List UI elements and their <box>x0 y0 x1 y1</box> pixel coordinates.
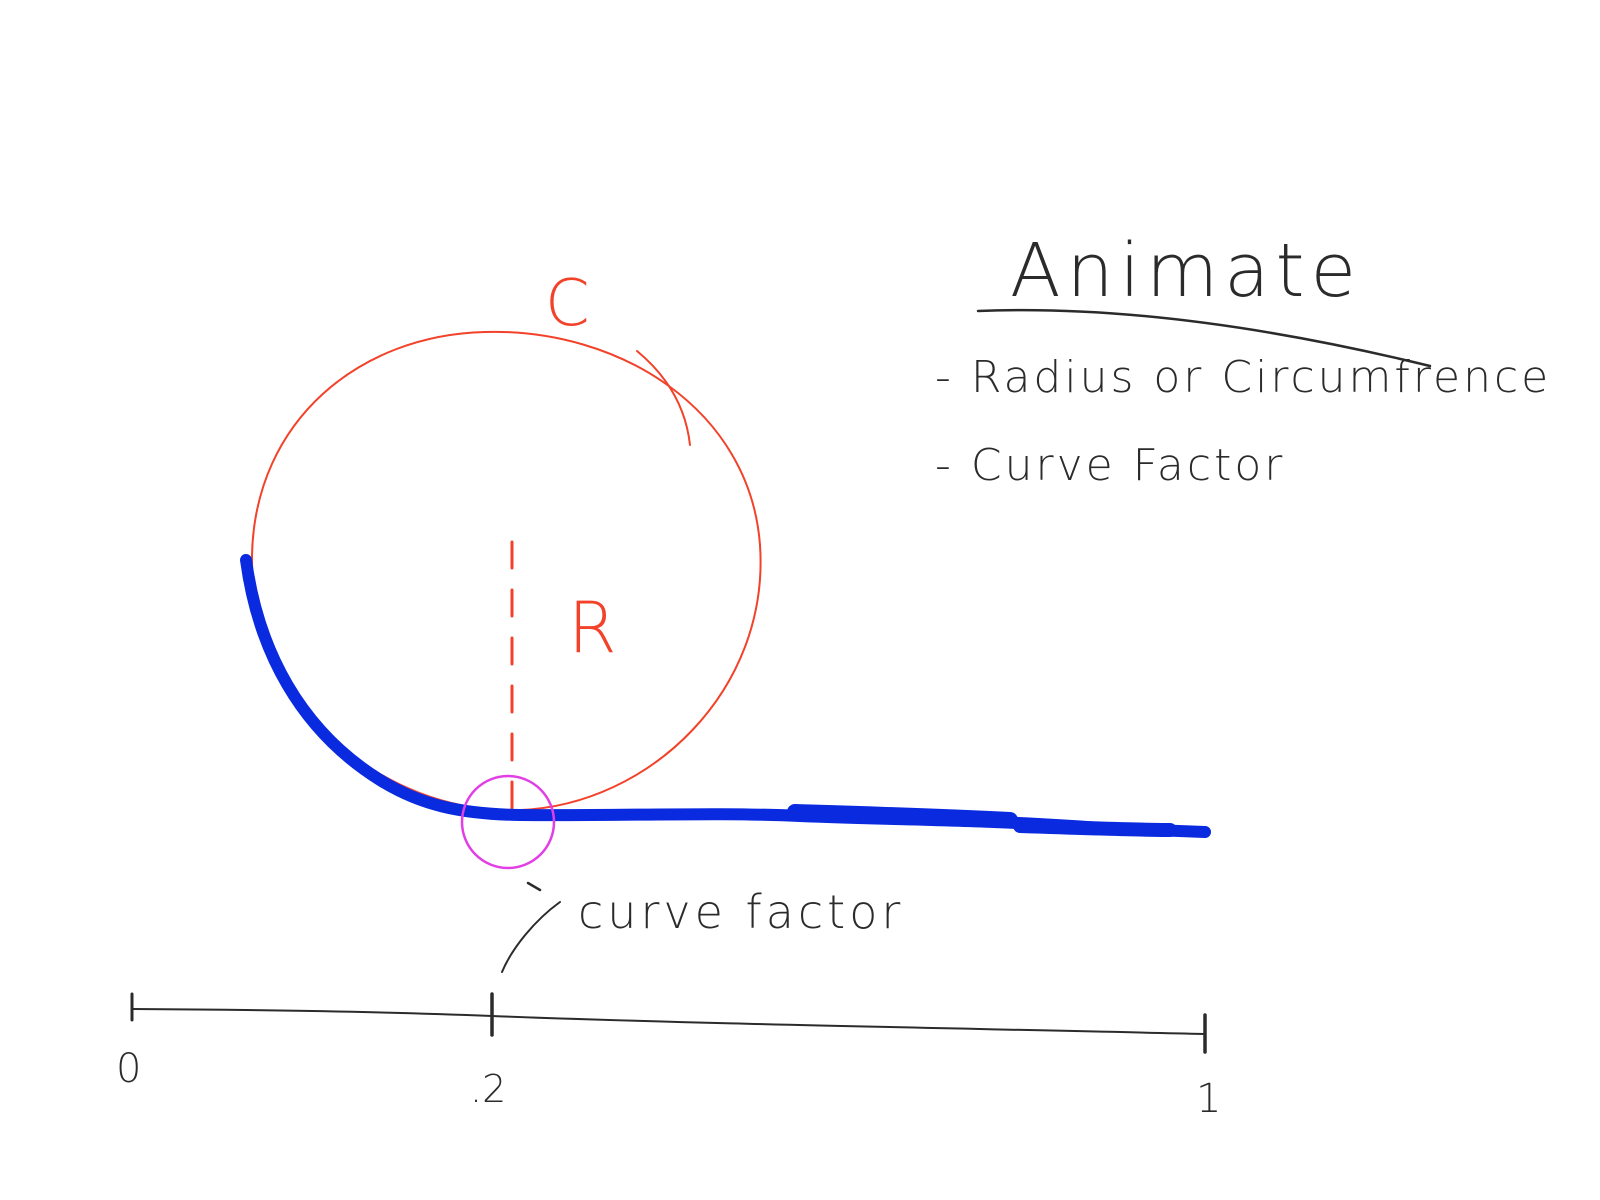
curve-factor-marker-group: curve factor <box>460 774 904 973</box>
curve-factor-leader-line <box>501 901 561 973</box>
curve-path <box>240 554 1211 838</box>
blue-path-group <box>240 554 1211 838</box>
scale-axis <box>131 1008 1206 1035</box>
curve-path-thick-segment-2 <box>1013 819 1177 837</box>
notes-item-curve-factor: - Curve Factor <box>935 440 1285 491</box>
notes-item-radius: - Radius or Circumfrence <box>935 352 1551 403</box>
scale-group: 0 .2 1 <box>116 992 1221 1122</box>
notes-block: Animate - Radius or Circumfrence - Curve… <box>935 228 1551 491</box>
curve-factor-label: curve factor <box>578 885 904 939</box>
scale-label-0-2: .2 <box>470 1067 506 1111</box>
scale-label-0: 0 <box>116 1046 141 1092</box>
circumference-label: C <box>545 267 590 341</box>
circle-group: C R <box>250 267 762 814</box>
radius-label: R <box>568 587 617 669</box>
curve-path-thick-segment <box>787 804 1018 828</box>
circumference-arc-marker <box>636 350 691 446</box>
curve-factor-marker <box>460 774 556 870</box>
notes-title: Animate <box>1010 228 1362 314</box>
scale-label-1: 1 <box>1196 1076 1221 1122</box>
curve-factor-leader-tick <box>526 881 542 892</box>
notes-title-underline <box>976 308 1432 368</box>
